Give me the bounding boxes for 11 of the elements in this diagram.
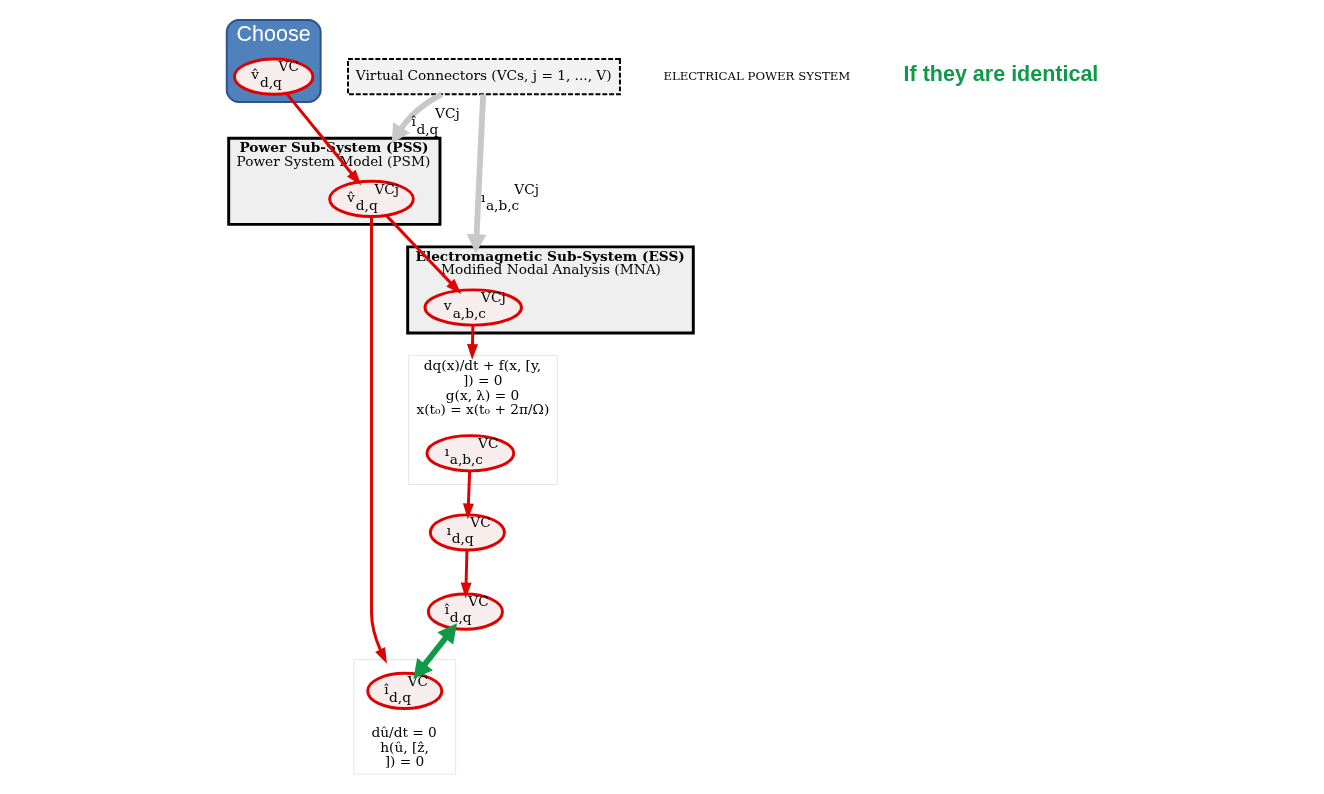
label: ELECTRICAL POWER SYSTEM [663,68,851,83]
arrow [391,91,443,144]
arrow [467,325,478,360]
arrow [462,470,474,520]
arrow [466,94,487,254]
arrow [385,214,462,294]
arrow [460,550,472,599]
label: If they are identical [903,62,1099,87]
node-box: Virtual Connectors (VCs, j = 1, ..., V) [347,58,621,96]
arrow [413,623,457,680]
arrow [370,216,387,664]
